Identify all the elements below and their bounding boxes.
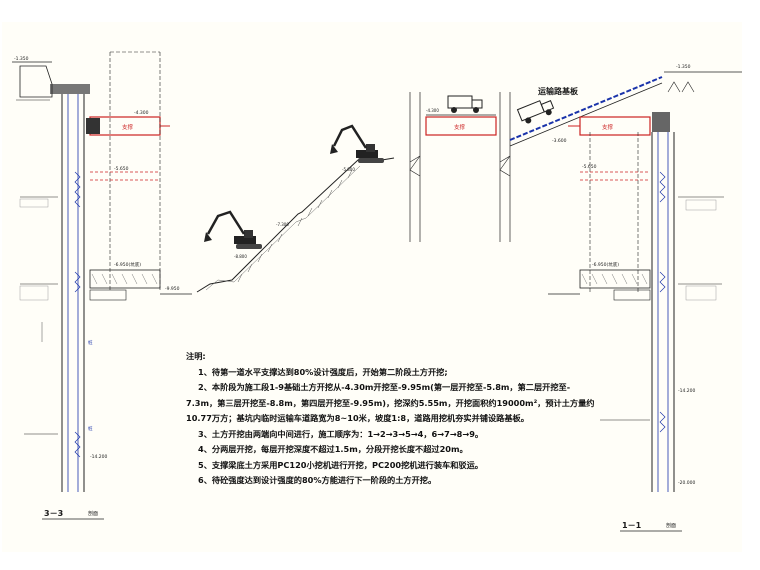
note-line-7: 5、支撑梁底土方采用PC120小挖机进行开挖，PC200挖机进行装车和驳运。 [198, 459, 483, 470]
left-section: 支撑 -1.350 -4.300 -5.650 -6.950(坑底) [12, 51, 192, 520]
mid-level-1: -5.800 [342, 167, 355, 172]
right-level-4: -14.200 [678, 388, 696, 394]
middle-support-beam [425, 116, 497, 136]
right-support-beam [579, 116, 651, 136]
excavator-upper-icon [330, 124, 384, 163]
note-line-6: 4、分两层开挖，每层开挖深度不超过1.5m，分段开挖长度不超过20m。 [198, 444, 468, 454]
left-level-1: -4.300 [134, 110, 149, 116]
excavator-lower-icon [204, 210, 262, 249]
dump-truck-icon [447, 95, 483, 113]
ramp-road-label: 运输路基板 [538, 86, 579, 96]
transport-ramp [509, 76, 663, 141]
left-section-subtitle: 剖面 [88, 510, 98, 517]
note-line-3: 7.3m，第三层开挖至-8.8m，第四层开挖至-9.95m)，挖深约5.55m，… [186, 397, 595, 408]
right-level-5: -20.000 [678, 480, 696, 486]
drawing-sheet: 支撑 -1.350 -4.300 -5.650 -6.950(坑底) [2, 22, 742, 552]
left-level-4: -9.950 [165, 286, 180, 292]
right-level-3: -6.950(坑底) [592, 261, 619, 268]
left-crown-beam [50, 84, 90, 94]
note-line-5: 3、土方开挖由两端向中间进行，施工顺序为：1→2→3→5→4，6→7→8→9。 [198, 428, 484, 439]
right-section-title: 1－1 [622, 521, 642, 530]
right-level-0: -1.350 [676, 64, 691, 70]
right-crown-beam [652, 112, 670, 132]
note-line-4: 10.77万方；基坑内临时运输车道路宽为8~10米，坡度1:8，道路用挖机夯实并… [186, 413, 529, 423]
mid-level-3: -8.800 [234, 254, 247, 259]
left-pile-label-0: 桩 [88, 339, 93, 346]
left-pile-label-1: 桩 [88, 425, 93, 432]
left-level-0: -1.350 [14, 56, 29, 62]
notes-heading: 注明: [186, 351, 206, 361]
right-level-2: -5.650 [582, 164, 597, 170]
right-beam-label: 支撑 [602, 123, 614, 131]
right-level-1: -3.600 [552, 138, 567, 144]
middle-beam-label: 支撑 [454, 123, 466, 131]
construction-notes: 注明: 1、待第一道水平支撑达到80%设计强度后，开始第二阶段土方开挖; 2、本… [186, 349, 595, 489]
mid-level-0: -4.300 [426, 108, 439, 113]
note-line-2: 2、本阶段为施工段1-9基础土方开挖从-4.30m开挖至-9.95m(第一层开挖… [198, 382, 571, 392]
left-level-2: -5.650 [114, 166, 129, 172]
left-level-5: -14.200 [90, 454, 108, 460]
mid-level-2: -7.300 [276, 222, 289, 227]
section-drawing: 支撑 -1.350 -4.300 -5.650 -6.950(坑底) [12, 51, 742, 532]
left-beam-label: 支撑 [122, 123, 134, 131]
right-section-subtitle: 剖面 [666, 522, 676, 529]
right-section: 运输路基板 [509, 64, 742, 532]
left-level-3: -6.950(坑底) [114, 261, 141, 268]
left-section-title: 3－3 [44, 509, 63, 518]
ramp-truck-icon [516, 100, 555, 124]
excavation-profile: -5.800 -7.300 -8.800 [196, 92, 511, 293]
note-line-1: 1、待第一道水平支撑达到80%设计强度后，开始第二阶段土方开挖; [198, 366, 448, 377]
note-line-8: 6、待砼强度达到设计强度的80%方能进行下一阶段的土方开挖。 [198, 475, 437, 485]
